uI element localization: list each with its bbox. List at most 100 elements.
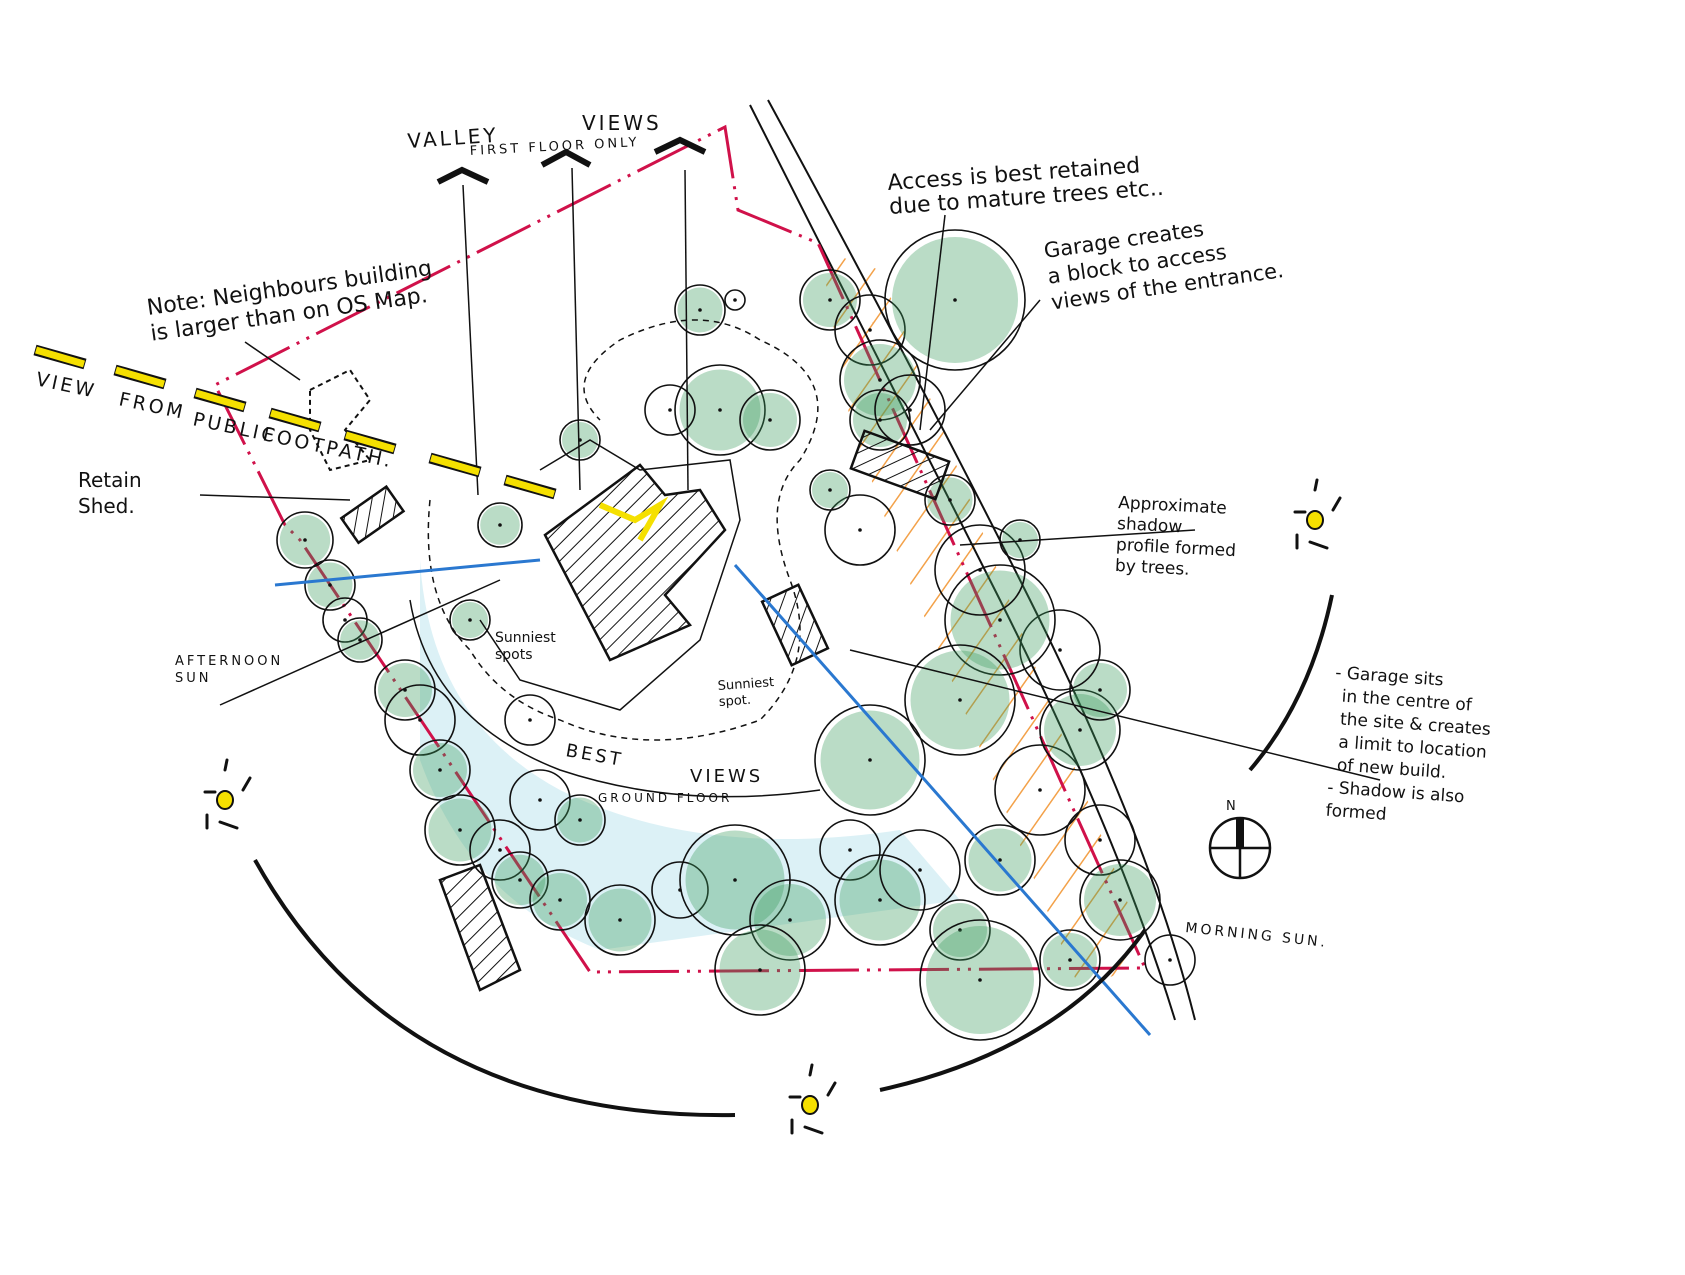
footpath-view-line [33,344,557,500]
label-footpath-word: FROM [117,388,188,424]
tree-icon [674,364,766,456]
tree-icon [944,564,1056,676]
tree-icon [1039,929,1101,991]
tree-icon [934,524,1026,616]
sun-path-arc [1248,594,1334,772]
neighbour-building [438,863,522,992]
tree-icon [834,854,926,946]
yellow-marker [598,496,669,542]
tree-icon [879,829,961,911]
leader-lines [199,214,1381,781]
footpath-dash-fill [505,476,555,498]
tree-icon [714,924,806,1016]
tree-icon [304,559,356,611]
label-best-views: VIEWS [690,766,763,787]
label-sunniest-spots-line: Sunniest [495,630,556,646]
tree-icon [374,659,436,721]
tree-icon [276,511,334,569]
label-retain-shed-line: Shed. [78,494,135,518]
tree-icon [1079,859,1161,941]
tree-icon [322,597,368,643]
footpath-dash-fill [35,346,85,368]
footpath-dash-fill [345,431,395,453]
footpath-dash-fill [430,454,480,476]
north-arrow-icon [1208,816,1272,880]
tree-icon [449,599,491,641]
tree-icon [644,384,696,436]
label-views: VIEWS [582,111,662,135]
label-garage-centre-line: formed [1325,801,1387,825]
road-edge [749,104,1176,1021]
label-ground-floor: GROUND FLOOR [598,791,732,805]
blue-sightline [733,564,1152,1036]
tree-icon [929,899,991,961]
label-north: N [1226,799,1239,814]
tree-icon [584,884,656,956]
label-sunniest-spot-line: Sunniest [717,675,774,694]
sun-icon [788,1063,837,1135]
label-footpath-word: FOOTPATH. [261,423,395,472]
tree-icon [964,824,1036,896]
footpath-dash-fill [195,389,245,411]
tree-icon [337,617,383,663]
lawn-area [420,560,960,950]
tree-icon [814,704,926,816]
tree-icon [799,269,861,331]
tree-icon [904,644,1016,756]
existing-house [543,463,727,662]
road-edge [767,99,1196,1021]
tree-icon [554,794,606,846]
tree-icon [477,502,523,548]
shed [339,484,406,545]
sun-path-arc [879,928,1147,1092]
best-views-arc [409,599,821,798]
neighbour-outline [309,368,372,472]
tree-icon [384,684,456,756]
label-afternoon-sun-line: AFTERNOON [175,654,283,669]
tree-icon [739,389,801,451]
tree-icon [529,869,591,931]
tree-icon [824,494,896,566]
tree-icon [919,919,1041,1041]
tree-icon [504,694,556,746]
garage [760,583,830,667]
label-afternoon-sun-line: SUN [175,671,212,686]
label-morning-sun: MORNING SUN. [1185,920,1329,951]
shadow-profile [820,250,1150,990]
tree-icon [1064,804,1136,876]
tree-icon [409,739,471,801]
view-arrow-icon [436,136,707,496]
label-footpath-word: VIEW [34,368,99,402]
tree-icon [819,819,881,881]
tree-icon [424,794,496,866]
tree-icon [1144,934,1196,986]
footpath-dash-fill [270,409,320,431]
tree-icon [674,284,726,336]
tree-icon [509,769,571,831]
tree-icon [724,289,746,311]
tree-icon [1069,659,1131,721]
garage-top [849,429,951,501]
tree-icon [884,229,1026,371]
label-retain-shed-line: Retain [78,468,142,492]
label-shadow-profile-line: shadow [1117,514,1183,537]
label-best: BEST [564,740,625,771]
sun-icon [203,758,252,830]
blue-sightline [274,558,541,587]
tree-icon [809,469,851,511]
sun-path-arc [253,859,736,1118]
tree-icon [469,819,531,881]
tree-icon [749,879,831,961]
tree-icon [994,744,1086,836]
label-shadow-profile-line: by trees. [1114,556,1190,580]
label-sunniest-spot-line: spot. [718,693,751,710]
tree-icon [491,851,549,909]
tree-icon [1039,689,1121,771]
house-outline [479,439,741,711]
footpath-dash-fill [115,366,165,388]
label-sunniest-spots-line: spots [495,647,533,663]
tree-icon [874,374,946,446]
sun-icon [1293,478,1342,550]
